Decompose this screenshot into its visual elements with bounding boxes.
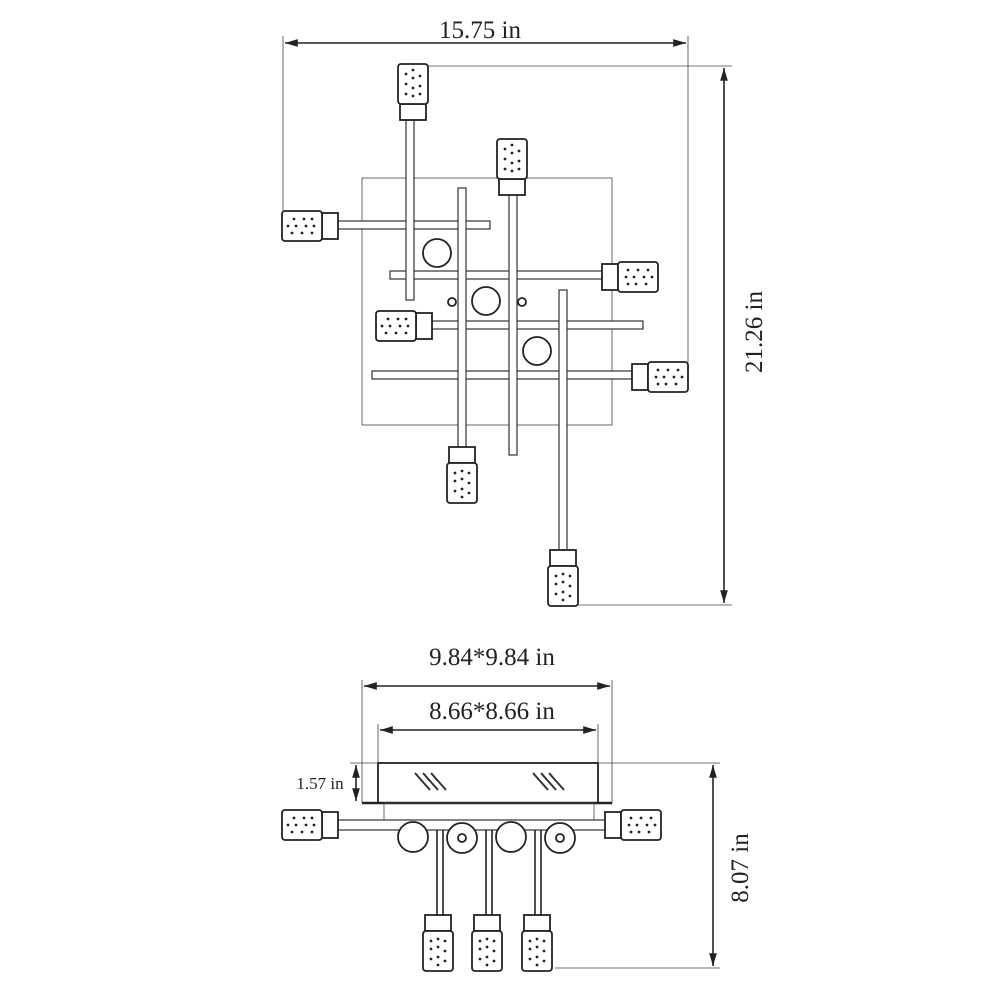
canopy-height-label: 1.57 in	[296, 774, 344, 793]
lamp-icon	[521, 914, 553, 972]
dim-canopy-height: 1.57 in	[296, 762, 378, 801]
arm	[389, 270, 603, 280]
hub-icon	[422, 238, 452, 268]
vent-icon	[414, 772, 565, 791]
arm	[508, 194, 518, 456]
hub-icon	[471, 286, 501, 316]
dim-overall-height: 8.07 in	[555, 762, 754, 969]
screw-icon	[517, 297, 527, 307]
dim-overall-width: 15.75 in	[282, 17, 689, 362]
lamp-icon	[375, 310, 433, 342]
lamp-icon	[281, 809, 339, 841]
lamp-icon	[631, 361, 689, 393]
canopy-inner-label: 8.66*8.66 in	[429, 698, 555, 725]
canopy-plate	[361, 177, 613, 426]
dim-canopy-inner: 8.66*8.66 in	[377, 698, 599, 763]
dim-overall-length: 21.26 in	[428, 65, 768, 606]
hub-icon	[522, 336, 552, 366]
lamp-icon	[422, 914, 454, 972]
side-view	[281, 762, 662, 972]
hub-icon	[495, 821, 527, 853]
canopy-outer-label: 9.84*9.84 in	[429, 644, 555, 671]
arm	[405, 119, 415, 301]
lamp-icon	[496, 138, 528, 196]
arm	[558, 289, 568, 551]
lamp-icon	[397, 63, 429, 121]
arm	[371, 370, 633, 380]
arm	[457, 187, 467, 448]
dim-canopy-outer: 9.84*9.84 in	[361, 644, 613, 803]
canopy-body	[377, 762, 599, 804]
top-view	[281, 63, 689, 607]
lamp-icon	[604, 809, 662, 841]
overall-height-label: 8.07 in	[727, 833, 754, 903]
lamp-icon	[601, 261, 659, 293]
lamp-icon	[281, 210, 339, 242]
lamp-icon	[446, 446, 478, 504]
lamp-icon	[547, 549, 579, 607]
lamp-icon	[471, 914, 503, 972]
length-label: 21.26 in	[741, 291, 768, 373]
width-label: 15.75 in	[439, 17, 521, 44]
hub-icon	[397, 821, 429, 853]
screw-icon	[447, 297, 457, 307]
